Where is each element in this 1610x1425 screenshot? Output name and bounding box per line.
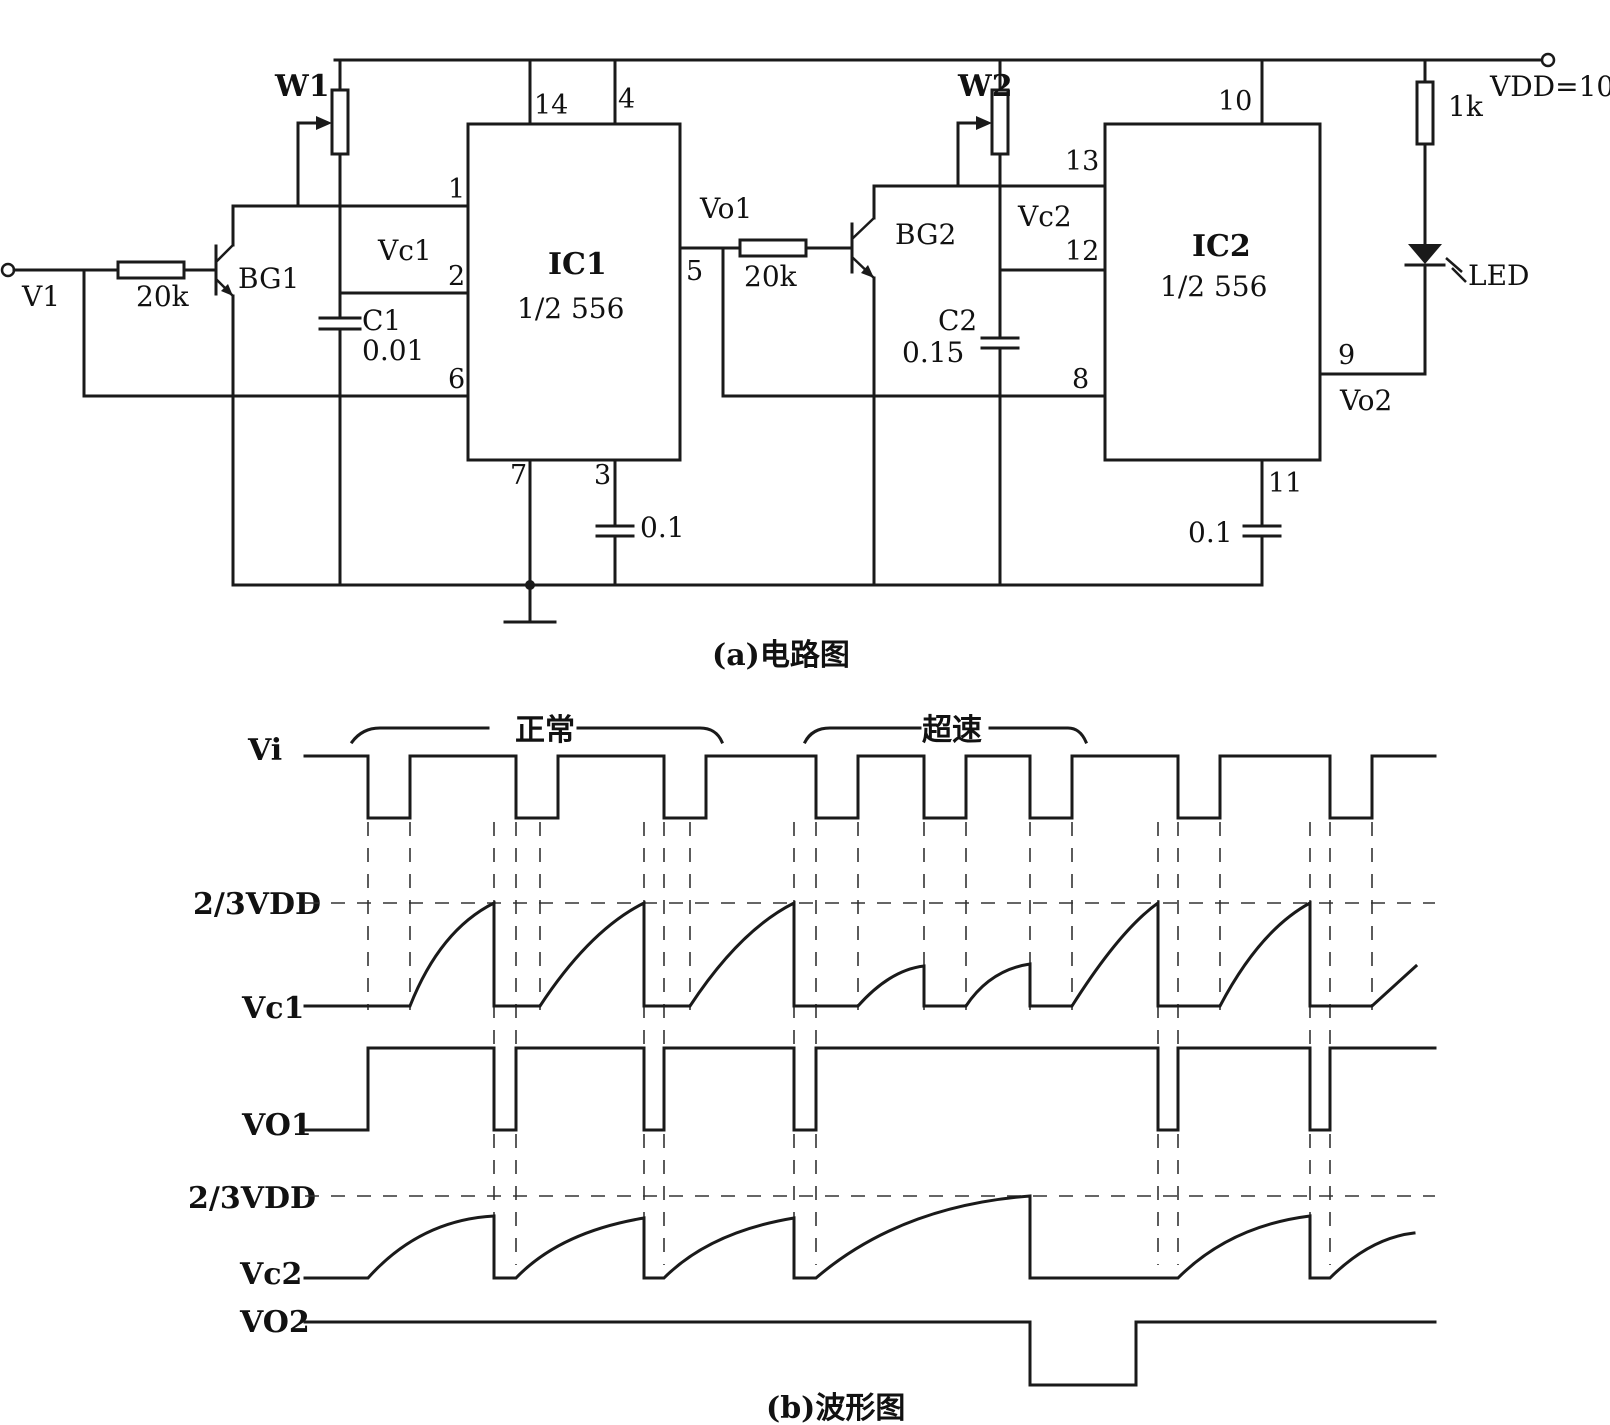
- ic2-type: 1/2 556: [1160, 270, 1267, 303]
- resistor-20k-2: [738, 238, 808, 258]
- vc2-trace: [303, 1194, 1416, 1280]
- vo1-trace: [303, 1046, 1437, 1132]
- ic1-type: 1/2 556: [517, 292, 624, 325]
- normal-label: 正常: [515, 713, 575, 748]
- led-diode: [1408, 244, 1442, 264]
- vi-label: Vi: [247, 733, 282, 768]
- vc1-label: Vc1: [241, 991, 304, 1026]
- ic1-pin1: 1: [448, 174, 465, 205]
- vc2-node-label: Vc2: [1017, 200, 1072, 233]
- vc1-node-label: Vc1: [377, 234, 432, 267]
- supply-terminal: [1540, 52, 1556, 68]
- led-ray-2: [1451, 267, 1467, 283]
- c1-value-label: 0.01: [362, 334, 424, 367]
- normal-bracket: [349, 726, 724, 745]
- waveform-diagram: 正常 超速 Vi 2/3VDD Vc1 VO1 2/3VDD Vc2 VO2: [188, 713, 1437, 1425]
- waveform-caption: (b)波形图: [766, 1391, 905, 1425]
- resistor-20k-2-label: 20k: [744, 260, 798, 293]
- timing-guides: [367, 822, 1373, 1265]
- overspeed-label: 超速: [922, 713, 982, 748]
- c2-name-label: C2: [938, 304, 977, 337]
- resistor-1k-label: 1k: [1448, 90, 1484, 123]
- w1-potentiometer: [330, 88, 350, 156]
- overspeed-bracket: [802, 726, 1088, 745]
- ic1-box: [466, 122, 682, 462]
- ic2-pin13: 13: [1065, 146, 1099, 177]
- w2-label: W2: [957, 69, 1013, 104]
- w1-label: W1: [274, 69, 330, 104]
- resistor-20k-1: [116, 260, 186, 280]
- ic1-pin6: 6: [448, 364, 465, 395]
- vc2-label: Vc2: [239, 1257, 302, 1292]
- ref2-label: 2/3VDD: [188, 1181, 316, 1216]
- ic1-pin3: 3: [594, 460, 611, 491]
- c3-value-label: 0.1: [640, 511, 685, 544]
- ref1-label: 2/3VDD: [193, 887, 321, 922]
- ic2-name: IC2: [1192, 229, 1251, 264]
- w1-wiper-arrow: [316, 116, 332, 130]
- bg1-emitter-arrow: [221, 284, 233, 296]
- ic1-pin14: 14: [534, 90, 568, 121]
- ic2-pin12: 12: [1065, 236, 1099, 267]
- bg2-collector: [851, 217, 875, 240]
- vo1-label: VO1: [241, 1108, 312, 1143]
- resistor-1k: [1415, 80, 1435, 146]
- bg1-label: BG1: [238, 262, 299, 295]
- input-label: V1: [21, 280, 60, 313]
- circuit-diagram: VDD=10V V1 20k BG1 W1 Vc1: [0, 52, 1610, 673]
- vi-trace: [303, 754, 1437, 820]
- circuit-caption: (a)电路图: [712, 638, 850, 673]
- vo2-trace: [303, 1320, 1437, 1387]
- c1-name-label: C1: [362, 304, 401, 337]
- ic2-pin9: 9: [1338, 340, 1355, 371]
- vo1-node-label: Vo1: [699, 192, 752, 225]
- ic1-pin7: 7: [510, 460, 527, 491]
- w2-wiper-arrow: [976, 116, 992, 130]
- c2-value-label: 0.15: [902, 336, 964, 369]
- ic1-pin2: 2: [448, 261, 465, 292]
- ic2-box: [1103, 122, 1322, 462]
- led-ray-1: [1445, 257, 1463, 273]
- bg2-emitter-arrow: [861, 265, 874, 278]
- bg2-label: BG2: [895, 218, 956, 251]
- resistor-20k-1-label: 20k: [136, 280, 190, 313]
- ic1-pin4: 4: [618, 84, 635, 115]
- vo2-node-label: Vo2: [1339, 384, 1392, 417]
- bg1-collector: [215, 244, 234, 263]
- vo2-label: VO2: [239, 1305, 310, 1340]
- led-label: LED: [1468, 259, 1529, 292]
- ic1-pin5: 5: [686, 256, 703, 287]
- ic2-pin11: 11: [1268, 468, 1302, 499]
- ic2-pin8: 8: [1072, 364, 1089, 395]
- ic2-pin10: 10: [1218, 86, 1252, 117]
- input-terminal: [0, 262, 16, 278]
- vc1-trace: [303, 900, 1419, 1008]
- c4-value-label: 0.1: [1188, 516, 1233, 549]
- ic1-name: IC1: [548, 247, 607, 282]
- supply-label: VDD=10V: [1489, 70, 1610, 103]
